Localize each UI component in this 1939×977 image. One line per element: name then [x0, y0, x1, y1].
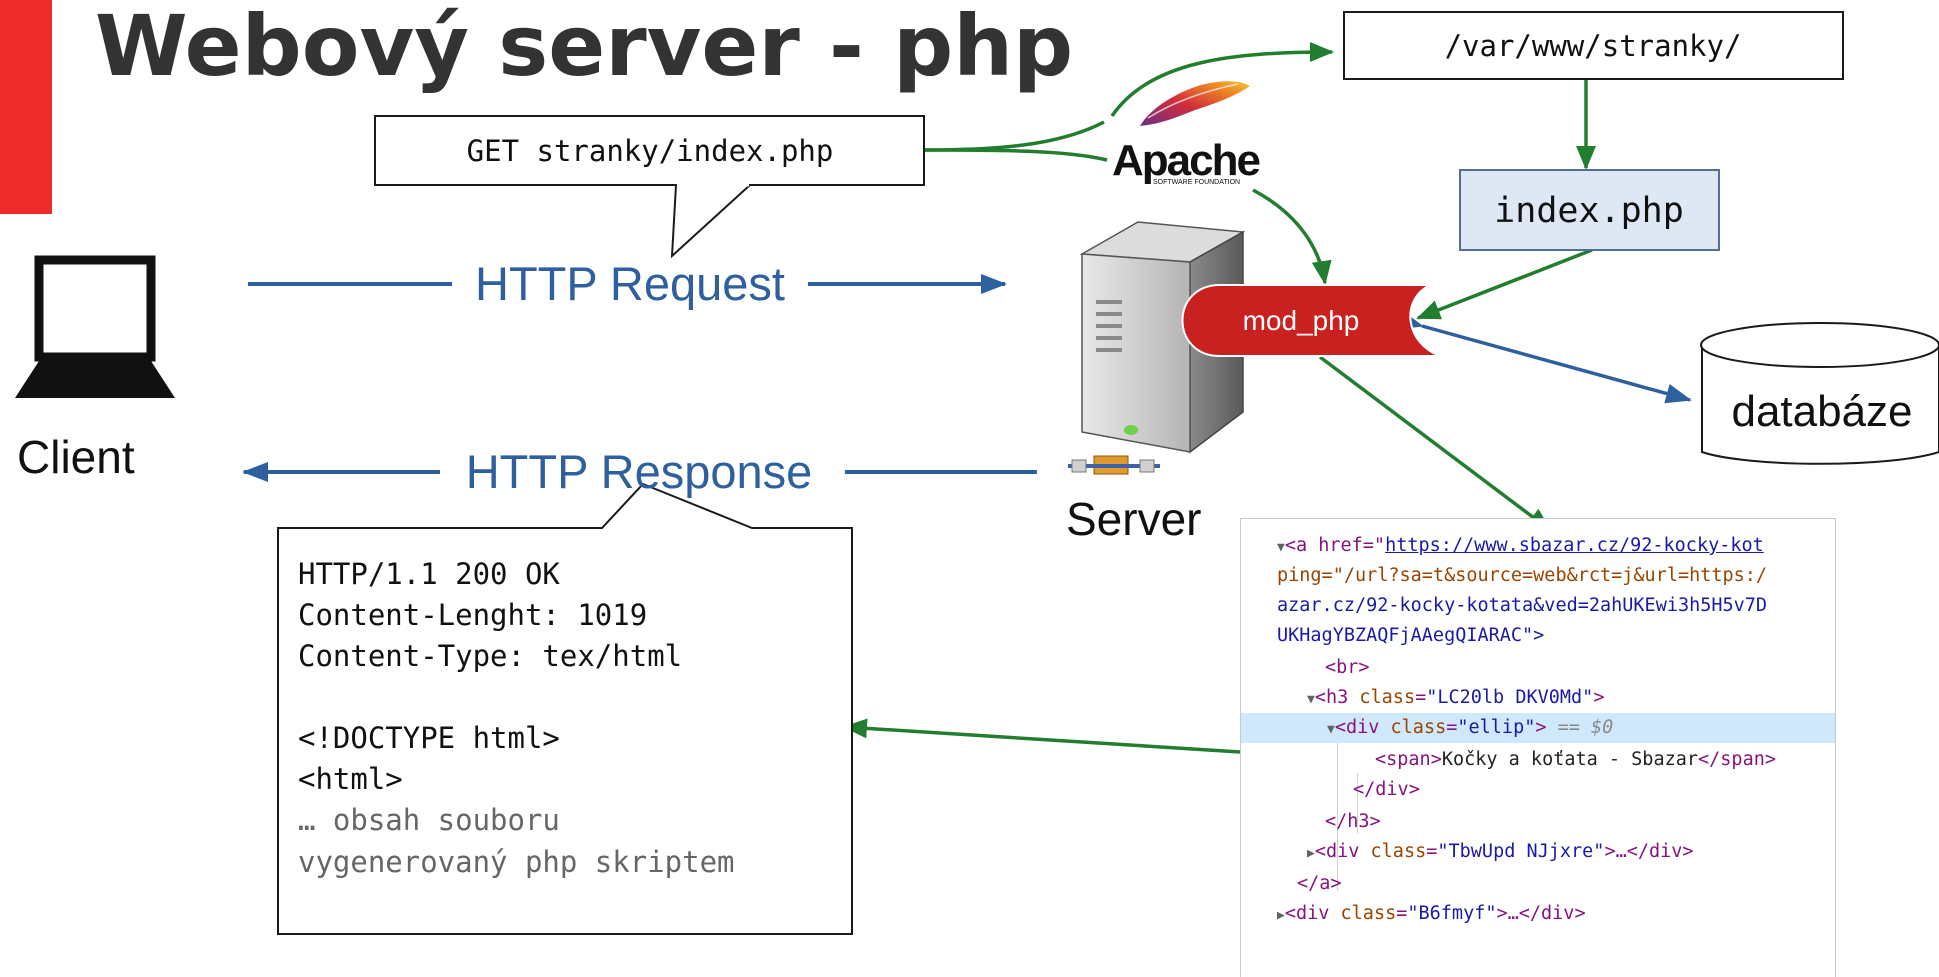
tag-close: </span>	[1698, 749, 1776, 770]
attr-name: class	[1370, 841, 1427, 862]
attr-text: ping="/url?sa=t&source=web&rct=j&url=htt…	[1277, 565, 1768, 586]
response-line: Content-Lenght: 1019	[298, 598, 648, 632]
tree-guide	[1357, 773, 1358, 833]
attr-value: "TbwUpd NJjxre"	[1437, 841, 1605, 862]
tag-close: >…</div>	[1496, 903, 1586, 924]
expand-arrow-icon[interactable]: ▼	[1327, 722, 1335, 737]
collapse-arrow-icon[interactable]: ▶	[1277, 908, 1285, 923]
tag-open: <h3	[1314, 687, 1360, 708]
response-line: HTTP/1.1 200 OK	[298, 557, 560, 591]
http-request-label: HTTP Request	[475, 257, 785, 310]
apache-logo: Apache SOFTWARE FOUNDATION	[1112, 81, 1261, 186]
response-line: … obsah souboru	[298, 803, 560, 837]
tag-close: </div>	[1353, 779, 1420, 800]
tag-close: </h3>	[1325, 811, 1381, 832]
edge-apache-to-modphp	[1252, 188, 1332, 285]
page-title: Webový server - php	[95, 0, 1074, 95]
attr-value: "B6fmyf"	[1407, 903, 1497, 924]
database-cylinder	[1700, 322, 1939, 465]
edge-devtools-to-response	[843, 718, 1241, 754]
devtools-row[interactable]: ▼<h3 class="LC20lb DKV0Md">	[1307, 687, 1605, 708]
devtools-row-selected[interactable]: ▼<div class="ellip"> == $0	[1241, 713, 1835, 743]
mod-php-text: mod_php	[1243, 305, 1360, 336]
http-response-bubble	[277, 482, 853, 935]
attr-value: "LC20lb DKV0Md"	[1426, 687, 1594, 708]
expand-arrow-icon[interactable]: ▼	[1307, 692, 1315, 707]
tag-open: <div	[1284, 903, 1341, 924]
tag-open: <div	[1334, 717, 1391, 738]
devtools-row[interactable]: <span>Kočky a koťata - Sbazar</span>	[1375, 745, 1776, 775]
tag-close: >…</div>	[1604, 841, 1694, 862]
http-response-label: HTTP Response	[466, 445, 813, 498]
response-line: <html>	[298, 762, 403, 796]
text-node: Kočky a koťata - Sbazar	[1441, 749, 1699, 770]
devtools-row[interactable]: <br>	[1325, 653, 1370, 683]
devtools-row[interactable]: ▶<div class="B6fmyf">…</div>	[1277, 903, 1586, 924]
get-request-text: GET stranky/index.php	[467, 134, 834, 168]
attr-name: class	[1359, 687, 1416, 708]
edge-modphp-database	[1396, 309, 1692, 404]
devtools-elements-panel: ▼<a href="https://www.sbazar.cz/92-kocky…	[1240, 518, 1836, 977]
attr-name: class	[1340, 903, 1397, 924]
mod-php-shape	[1181, 284, 1441, 357]
index-php-text: index.php	[1494, 191, 1684, 231]
tag-open: <a href="	[1284, 535, 1386, 556]
tag-br: <br>	[1325, 657, 1370, 678]
response-line: <!DOCTYPE html>	[298, 721, 560, 755]
database-text: databáze	[1731, 387, 1912, 436]
laptop-icon	[15, 255, 175, 398]
href-link[interactable]: https://www.sbazar.cz/92-kocky-kot	[1385, 535, 1764, 556]
tag-close: </a>	[1297, 873, 1342, 894]
apache-name: Apache	[1112, 136, 1259, 185]
accent-bar	[0, 0, 52, 214]
attr-value: "ellip"	[1457, 717, 1536, 738]
response-line: vygenerovaný php skriptem	[298, 845, 735, 879]
devtools-row[interactable]: ▼<a href="https://www.sbazar.cz/92-kocky…	[1277, 531, 1764, 561]
devtools-row[interactable]: ▶<div class="TbwUpd NJjxre">…</div>	[1307, 841, 1694, 862]
collapse-arrow-icon[interactable]: ▶	[1307, 846, 1315, 861]
www-path-box	[1343, 11, 1844, 80]
attr-name: class	[1390, 717, 1447, 738]
tag-open: <span>	[1375, 749, 1442, 770]
apache-feather-icon	[1140, 81, 1250, 126]
edge-request-to-apache-2	[923, 148, 1108, 162]
expand-arrow-icon[interactable]: ▼	[1277, 540, 1285, 555]
selected-marker: == $0	[1557, 717, 1614, 738]
edge-request-to-apache-1	[923, 120, 1105, 152]
tag-open: <div	[1314, 841, 1371, 862]
attr-text: azar.cz/92-kocky-kotata&ved=2ahUKEwi3h5H…	[1277, 595, 1768, 616]
devtools-row[interactable]: </a>	[1297, 869, 1342, 899]
devtools-row[interactable]: </div>	[1353, 775, 1420, 805]
client-label: Client	[17, 431, 135, 483]
devtools-row: ping="/url?sa=t&source=web&rct=j&url=htt…	[1277, 561, 1767, 591]
devtools-row[interactable]: </h3>	[1325, 807, 1381, 837]
edge-apache-to-path	[1110, 42, 1334, 117]
attr-text: UKHagYBZAQFjAAegQIARAC">	[1277, 625, 1545, 646]
devtools-row: azar.cz/92-kocky-kotata&ved=2ahUKEwi3h5H…	[1277, 591, 1767, 621]
tree-guide	[1337, 713, 1338, 891]
response-line: Content-Type: tex/html	[298, 639, 683, 673]
edge-modphp-to-devtools	[1318, 355, 1552, 532]
apache-subtitle: SOFTWARE FOUNDATION	[1153, 179, 1240, 186]
edge-index-to-modphp	[1416, 248, 1593, 320]
devtools-row: UKHagYBZAQFjAAegQIARAC">	[1277, 621, 1544, 651]
www-path-text: /var/www/stranky/	[1445, 29, 1742, 63]
get-request-bubble-tail	[670, 184, 751, 259]
server-label: Server	[1066, 493, 1201, 545]
index-php-box	[1459, 169, 1720, 251]
